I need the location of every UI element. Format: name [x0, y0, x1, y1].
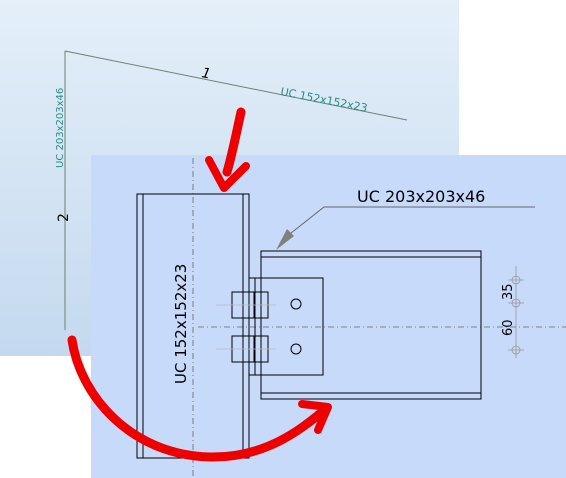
dimension-60-label: 60 [501, 319, 516, 336]
column-section-label: UC 152x152x23 [172, 264, 190, 384]
bolt-top[interactable] [216, 291, 302, 319]
dimension-35-label: 35 [501, 283, 516, 300]
beam-section-leader [276, 206, 535, 250]
beam[interactable] [260, 250, 482, 400]
fin-plate[interactable] [248, 277, 324, 376]
connection-detail-panel [91, 155, 566, 478]
member-2-label: 2 [56, 213, 72, 222]
member-1-label: 1 [200, 65, 212, 82]
bolt-bottom[interactable] [216, 335, 302, 363]
beam-section-callout: UC 203x203x46 [357, 187, 485, 206]
red-arrow-curve [67, 335, 332, 462]
member-1-section-label: UC 152x152x23 [279, 85, 368, 115]
member-1-line[interactable] [64, 50, 408, 121]
dimension-markers [508, 266, 524, 358]
member-2-section-label: UC 203x203x46 [55, 88, 66, 168]
red-arrow-down [205, 107, 250, 192]
